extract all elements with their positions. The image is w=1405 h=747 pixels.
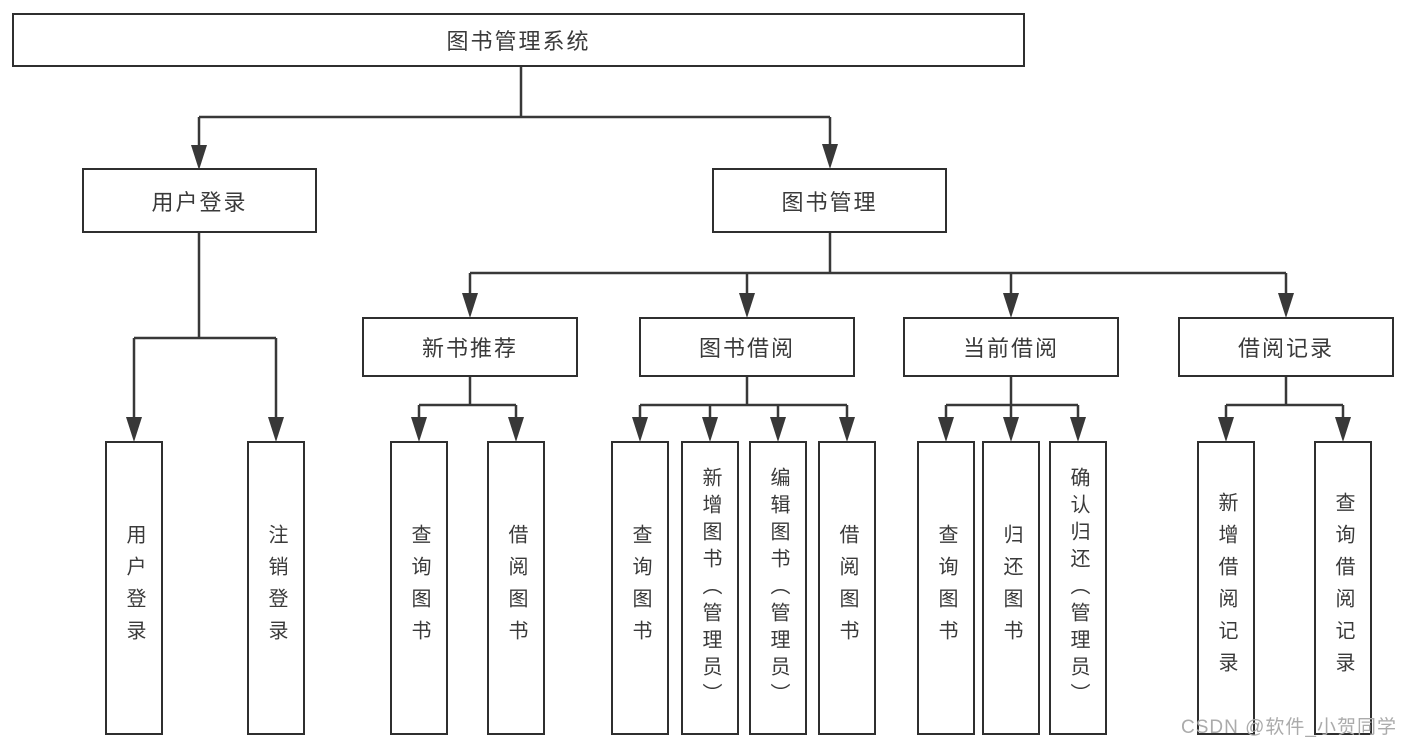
arrowhead: [1003, 417, 1019, 442]
leaf-borrow-books-recommend-label: 借阅图书: [505, 524, 527, 652]
arrowhead: [1218, 417, 1234, 442]
node-new-book-recommend-label: 新书推荐: [421, 336, 518, 361]
connector-newbook-to-leaves: [417, 377, 518, 422]
leaf-query-books-recommend-label: 查询图书: [408, 524, 430, 652]
arrowhead: [462, 293, 478, 318]
arrowhead: [1070, 417, 1086, 442]
connector-userlogin-to-leaves: [132, 233, 278, 421]
leaf-return-book-label: 归还图书: [1000, 524, 1022, 652]
arrowhead: [1335, 417, 1351, 442]
leaf-query-borrow-record: 查询借阅记录: [1314, 441, 1372, 735]
connector-current-to-leaves: [944, 377, 1080, 422]
leaf-user-login: 用户登录: [105, 441, 163, 735]
leaf-query-books-current: 查询图书: [917, 441, 975, 735]
leaf-confirm-return-admin-label: 确认归还（管理员）: [1067, 466, 1089, 710]
arrowhead: [839, 417, 855, 442]
leaf-borrow-books: 借阅图书: [818, 441, 876, 735]
node-book-borrow: 图书借阅: [639, 317, 855, 377]
node-book-management-label: 图书管理: [781, 189, 878, 215]
node-library-system: 图书管理系统: [12, 13, 1025, 67]
arrowhead: [1003, 293, 1019, 318]
connector-bookmgmt-to-level3: [468, 233, 1288, 298]
node-user-login: 用户登录: [82, 168, 317, 233]
leaf-add-book-admin: 新增图书（管理员）: [681, 441, 739, 735]
csdn-watermark: CSDN @软件_小贺同学: [1181, 717, 1397, 738]
leaf-query-books-borrow-label: 查询图书: [629, 524, 651, 652]
node-new-book-recommend: 新书推荐: [362, 317, 578, 377]
leaf-edit-book-admin-label: 编辑图书（管理员）: [767, 466, 789, 710]
arrowhead: [126, 417, 142, 442]
arrowhead: [770, 417, 786, 442]
leaf-query-books-recommend: 查询图书: [390, 441, 448, 735]
node-book-management: 图书管理: [712, 168, 947, 233]
leaf-borrow-books-recommend: 借阅图书: [487, 441, 545, 735]
leaf-edit-book-admin: 编辑图书（管理员）: [749, 441, 807, 735]
node-library-system-label: 图书管理系统: [446, 29, 591, 54]
node-user-login-label: 用户登录: [151, 189, 248, 215]
node-current-borrow: 当前借阅: [903, 317, 1119, 377]
leaf-add-borrow-record: 新增借阅记录: [1197, 441, 1255, 735]
leaf-logout-login-label: 注销登录: [265, 524, 287, 652]
arrowhead: [702, 417, 718, 442]
leaf-query-books-borrow: 查询图书: [611, 441, 669, 735]
arrowhead: [411, 417, 427, 442]
arrowheads: [126, 144, 1351, 442]
arrowhead: [938, 417, 954, 442]
leaf-confirm-return-admin: 确认归还（管理员）: [1049, 441, 1107, 735]
node-borrow-records: 借阅记录: [1178, 317, 1394, 377]
arrowhead: [508, 417, 524, 442]
connector-borrow-to-leaves: [638, 377, 849, 422]
node-current-borrow-label: 当前借阅: [962, 336, 1059, 361]
leaf-logout-login: 注销登录: [247, 441, 305, 735]
connector-root-to-level2: [197, 67, 832, 150]
arrowhead: [1278, 293, 1294, 318]
leaf-add-borrow-record-label: 新增借阅记录: [1215, 492, 1237, 684]
arrowhead: [822, 144, 838, 169]
arrowhead: [739, 293, 755, 318]
arrowhead: [268, 417, 284, 442]
leaf-borrow-books-label: 借阅图书: [836, 524, 858, 652]
connector-records-to-leaves: [1224, 377, 1345, 422]
leaf-user-login-label: 用户登录: [123, 524, 145, 652]
leaf-query-borrow-record-label: 查询借阅记录: [1332, 492, 1354, 684]
leaf-return-book: 归还图书: [982, 441, 1040, 735]
arrowhead: [632, 417, 648, 442]
leaf-query-books-current-label: 查询图书: [935, 524, 957, 652]
node-book-borrow-label: 图书借阅: [698, 336, 795, 361]
node-borrow-records-label: 借阅记录: [1237, 336, 1334, 361]
leaf-add-book-admin-label: 新增图书（管理员）: [699, 466, 721, 710]
arrowhead: [191, 145, 207, 170]
